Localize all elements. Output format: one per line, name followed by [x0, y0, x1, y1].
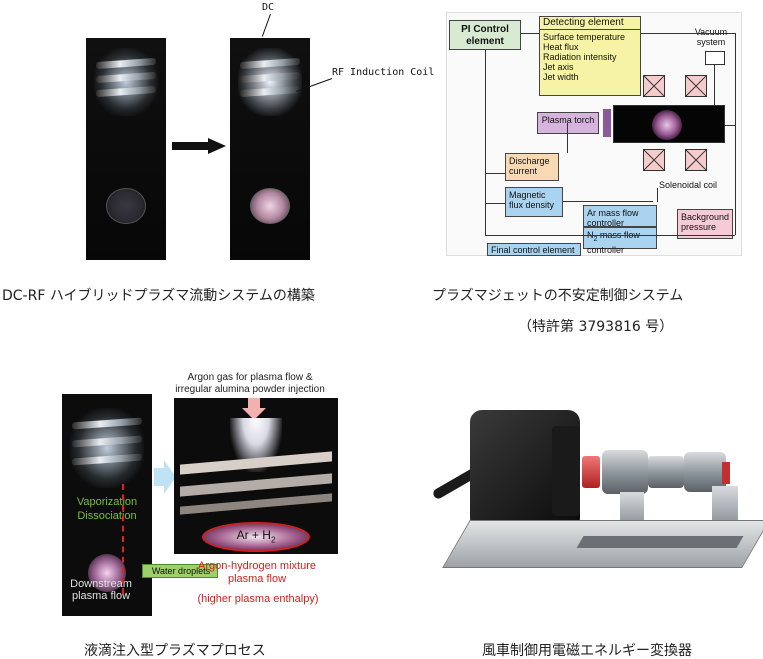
water-droplets-tag: Water droplets: [142, 564, 218, 578]
final-control-label: Final control element: [491, 245, 575, 255]
solenoid-coil-top-right: [685, 75, 707, 97]
plasma-tube-photo-after: [230, 38, 310, 260]
ar-controller-box: Ar mass flow controller: [583, 205, 657, 228]
base-rail: [576, 536, 744, 548]
plasma-chamber: [613, 105, 725, 143]
pi-control-label: PI Control element: [461, 24, 509, 47]
n2-controller-box: N2 mass flow controller: [583, 227, 657, 255]
magnetic-flux-label: Magnetic flux density: [509, 190, 555, 210]
torch-nozzle: [603, 109, 611, 137]
discharge-current-label: Discharge current: [509, 156, 550, 176]
solenoid-coil-bottom-left: [643, 149, 665, 171]
detecting-item: Jet axis: [543, 62, 574, 72]
dc-pointer-line: [261, 13, 271, 37]
ar-h2-prefix: Ar + H: [236, 528, 271, 542]
ar-h2-ellipse: [202, 522, 310, 552]
dissociation-label: Dissociation: [77, 510, 137, 522]
detecting-item: Heat flux: [543, 42, 579, 52]
water-droplets-label: Water droplets: [151, 566, 211, 576]
cylinder-1: [602, 450, 648, 494]
caption-wind: 風車制御用電磁エネルギー変換器: [482, 643, 692, 659]
argon-hydrogen-label: Argon-hydrogen mixture plasma flow: [197, 560, 316, 585]
solenoid-coil-bottom-right: [685, 149, 707, 171]
detecting-item: Jet width: [543, 72, 579, 82]
coupling: [582, 456, 600, 488]
ar-h2-subscript: 2: [270, 535, 276, 545]
cylinder-3: [684, 452, 726, 492]
dc-rf-panel: DC RF Induction Coil: [86, 0, 434, 262]
red-ring: [722, 462, 730, 484]
vacuum-label: Vacuum system: [694, 27, 728, 47]
droplet-path-line: [122, 484, 124, 594]
expand-arrow-icon: [154, 460, 176, 494]
final-control-box: Final control element: [487, 243, 581, 256]
plasma-tube-photo-before: [86, 38, 166, 260]
plasma-glow: [652, 110, 682, 140]
rf-coil-label: RF Induction Coil: [332, 67, 435, 78]
right-arrow-icon: [172, 138, 226, 154]
caption-control: プラズマジェットの不安定制御システム: [432, 288, 684, 304]
pi-control-box: PI Control element: [449, 20, 521, 50]
solenoid-coil-top-left: [643, 75, 665, 97]
ar-h2-label: Ar + H2: [218, 528, 294, 544]
caption-patent: （特許第 3793816 号）: [518, 319, 674, 335]
detecting-item: Radiation intensity: [543, 52, 617, 62]
plasma-torch-box: Plasma torch: [537, 112, 599, 134]
wind-converter-photo: [430, 396, 763, 616]
caption-dc-rf: DC-RF ハイブリッドプラズマ流動システムの構築: [2, 288, 315, 304]
plasma-torch-label: Plasma torch: [541, 115, 595, 125]
discharge-current-box: Discharge current: [505, 153, 559, 181]
argon-gas-label: Argon gas for plasma flow & irregular al…: [175, 372, 325, 395]
vaporization-label: Vaporization: [76, 496, 138, 508]
background-pressure-label: Background pressure: [681, 212, 730, 232]
gas-inlet-arrow-icon: [242, 398, 266, 420]
vacuum-pump-icon: [705, 51, 725, 65]
magnetic-flux-box: Magnetic flux density: [505, 187, 563, 217]
control-diagram: PI Control element Detecting element Sur…: [446, 12, 742, 256]
solenoidal-coil-label: Solenoidal coil: [659, 180, 718, 190]
droplet-photo-left: Vaporization Dissociation Downstream pla…: [62, 394, 152, 616]
motor-flange: [552, 426, 580, 516]
dc-label: DC: [262, 2, 275, 13]
caption-droplet: 液滴注入型プラズマプロセス: [84, 643, 266, 659]
enthalpy-label: (higher plasma enthalpy): [197, 593, 319, 605]
detecting-element-title: Detecting element: [540, 17, 640, 30]
n2-controller-subscript: 2: [593, 235, 598, 243]
background-pressure-box: Background pressure: [677, 209, 733, 239]
detecting-item: Surface temperature: [543, 32, 626, 42]
downstream-label: Downstream plasma flow: [70, 578, 132, 602]
ar-controller-label: Ar mass flow controller: [587, 208, 639, 228]
droplet-photo-right: Ar + H2: [174, 398, 338, 554]
cylinder-2: [648, 456, 684, 488]
droplet-panel: Vaporization Dissociation Downstream pla…: [62, 372, 342, 617]
